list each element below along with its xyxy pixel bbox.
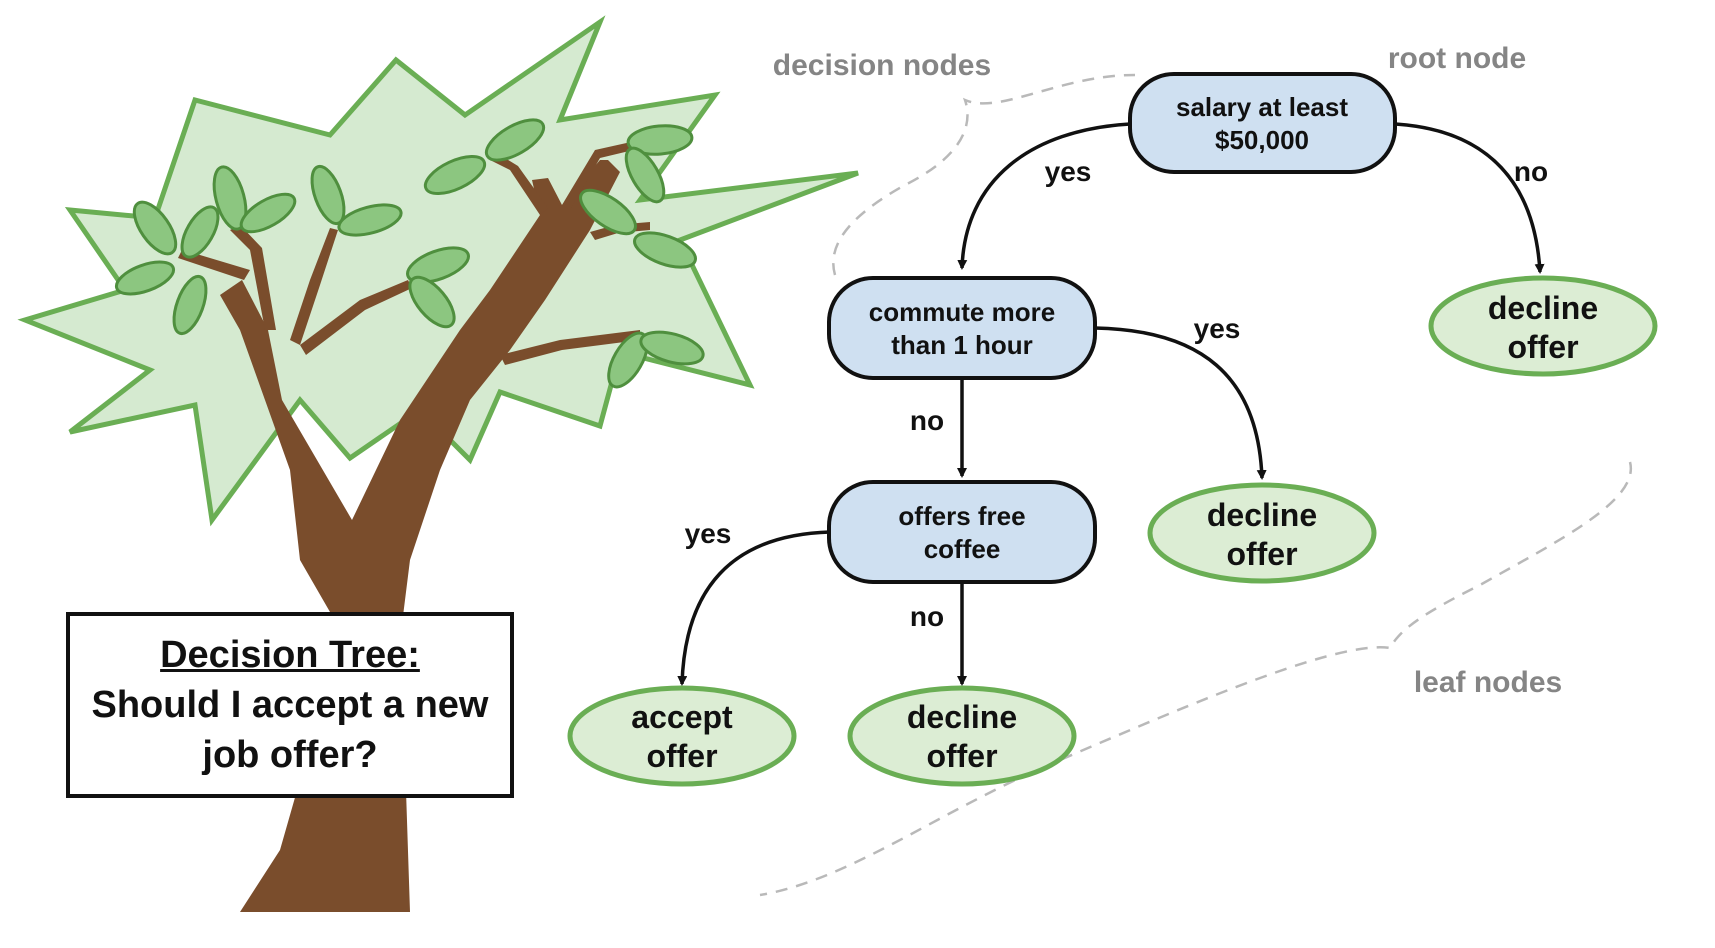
- leaf-node-coffee-yes: accept offer: [567, 685, 797, 787]
- annotation-braces: [759, 73, 1633, 897]
- decision-node-label: than 1 hour: [891, 330, 1033, 360]
- tree-leaf: [212, 165, 248, 231]
- tree-leaf: [624, 146, 666, 204]
- edge-salary-decline: [1394, 122, 1545, 274]
- tree-branch: [500, 330, 640, 365]
- decision-node-coffee: offers free coffee: [827, 480, 1097, 584]
- tree-branch: [290, 228, 338, 345]
- leaf-node-label: decline: [907, 699, 1017, 735]
- edge-coffee-accept: [677, 530, 831, 686]
- decision-nodes-brace: [832, 73, 1136, 276]
- leaf-nodes-annotation: leaf nodes: [1414, 666, 1562, 699]
- tree-leaf: [579, 188, 637, 236]
- tree-leaf: [239, 192, 297, 234]
- leaf-node-label: offer: [1226, 536, 1297, 572]
- decision-node-label: salary at least: [1176, 92, 1348, 122]
- decision-node-label: coffee: [924, 534, 1001, 564]
- tree-leaf: [406, 246, 470, 284]
- leaf-node-label: accept: [631, 699, 733, 735]
- edge-commute-decline: [1094, 326, 1267, 480]
- leaf-node-label: offer: [926, 738, 997, 774]
- tree-branch: [300, 280, 412, 355]
- leaf-node-shape: [847, 685, 1077, 787]
- tree-leaf: [114, 260, 176, 296]
- diagram-heading: Decision Tree:: [160, 634, 420, 676]
- leaf-node-label: decline: [1207, 497, 1317, 533]
- tree-branch: [490, 152, 548, 215]
- leaf-node-commute-yes: decline offer: [1147, 482, 1377, 584]
- leaf-node-label: decline: [1488, 290, 1598, 326]
- decision-node-shape: [1128, 72, 1397, 174]
- leaf-node-shape: [567, 685, 797, 787]
- root-node-annotation: root node: [1388, 42, 1526, 75]
- leaf-nodes-brace: [759, 461, 1633, 897]
- tree-leaf: [639, 330, 705, 366]
- edge-salary-commute: [957, 122, 1131, 270]
- tree-leaf: [626, 124, 694, 156]
- leaf-node-shape: [1428, 275, 1658, 377]
- tree-leaf: [337, 203, 403, 237]
- tree-leaf: [484, 118, 546, 162]
- tree-leaf: [172, 274, 208, 336]
- decision-node-shape: [827, 480, 1097, 584]
- decision-node-label: commute more: [869, 297, 1055, 327]
- diagram-question-line1: Should I accept a new: [91, 684, 489, 726]
- tree-leaf: [180, 205, 220, 259]
- edges: [677, 122, 1545, 686]
- tree-leaves: [114, 118, 705, 389]
- diagram-question-line2: job offer?: [202, 734, 378, 776]
- leaf-node-coffee-no: decline offer: [847, 685, 1077, 787]
- decision-node-salary: salary at least $50,000: [1128, 72, 1397, 174]
- title-box: Decision Tree: Should I accept a new job…: [66, 612, 514, 798]
- decision-node-commute: commute more than 1 hour: [827, 276, 1097, 380]
- tree-leaf: [423, 154, 487, 196]
- decision-node-shape: [827, 276, 1097, 380]
- tree-leaf: [607, 331, 649, 389]
- decision-node-label: offers free: [898, 501, 1025, 531]
- decision-nodes-annotation: decision nodes: [773, 49, 991, 82]
- edge-label-coffee-accept: yes: [685, 518, 732, 549]
- tree-leaf: [633, 231, 697, 269]
- edge-label-commute-decline: yes: [1194, 313, 1241, 344]
- tree-leaf: [132, 200, 178, 256]
- edge-label-salary-commute: yes: [1045, 156, 1092, 187]
- leaf-node-shape: [1147, 482, 1377, 584]
- leaf-node-label: offer: [1507, 329, 1578, 365]
- decision-node-label: $50,000: [1215, 125, 1309, 155]
- tree-leaf: [408, 275, 456, 329]
- tree-branch: [178, 250, 250, 280]
- leaf-node-root-no: decline offer: [1428, 275, 1658, 377]
- leaf-node-label: offer: [646, 738, 717, 774]
- tree-branch: [230, 225, 276, 330]
- edge-label-salary-decline: no: [1514, 156, 1548, 187]
- edge-label-commute-coffee: no: [910, 405, 944, 436]
- edge-label-coffee-decline: no: [910, 601, 944, 632]
